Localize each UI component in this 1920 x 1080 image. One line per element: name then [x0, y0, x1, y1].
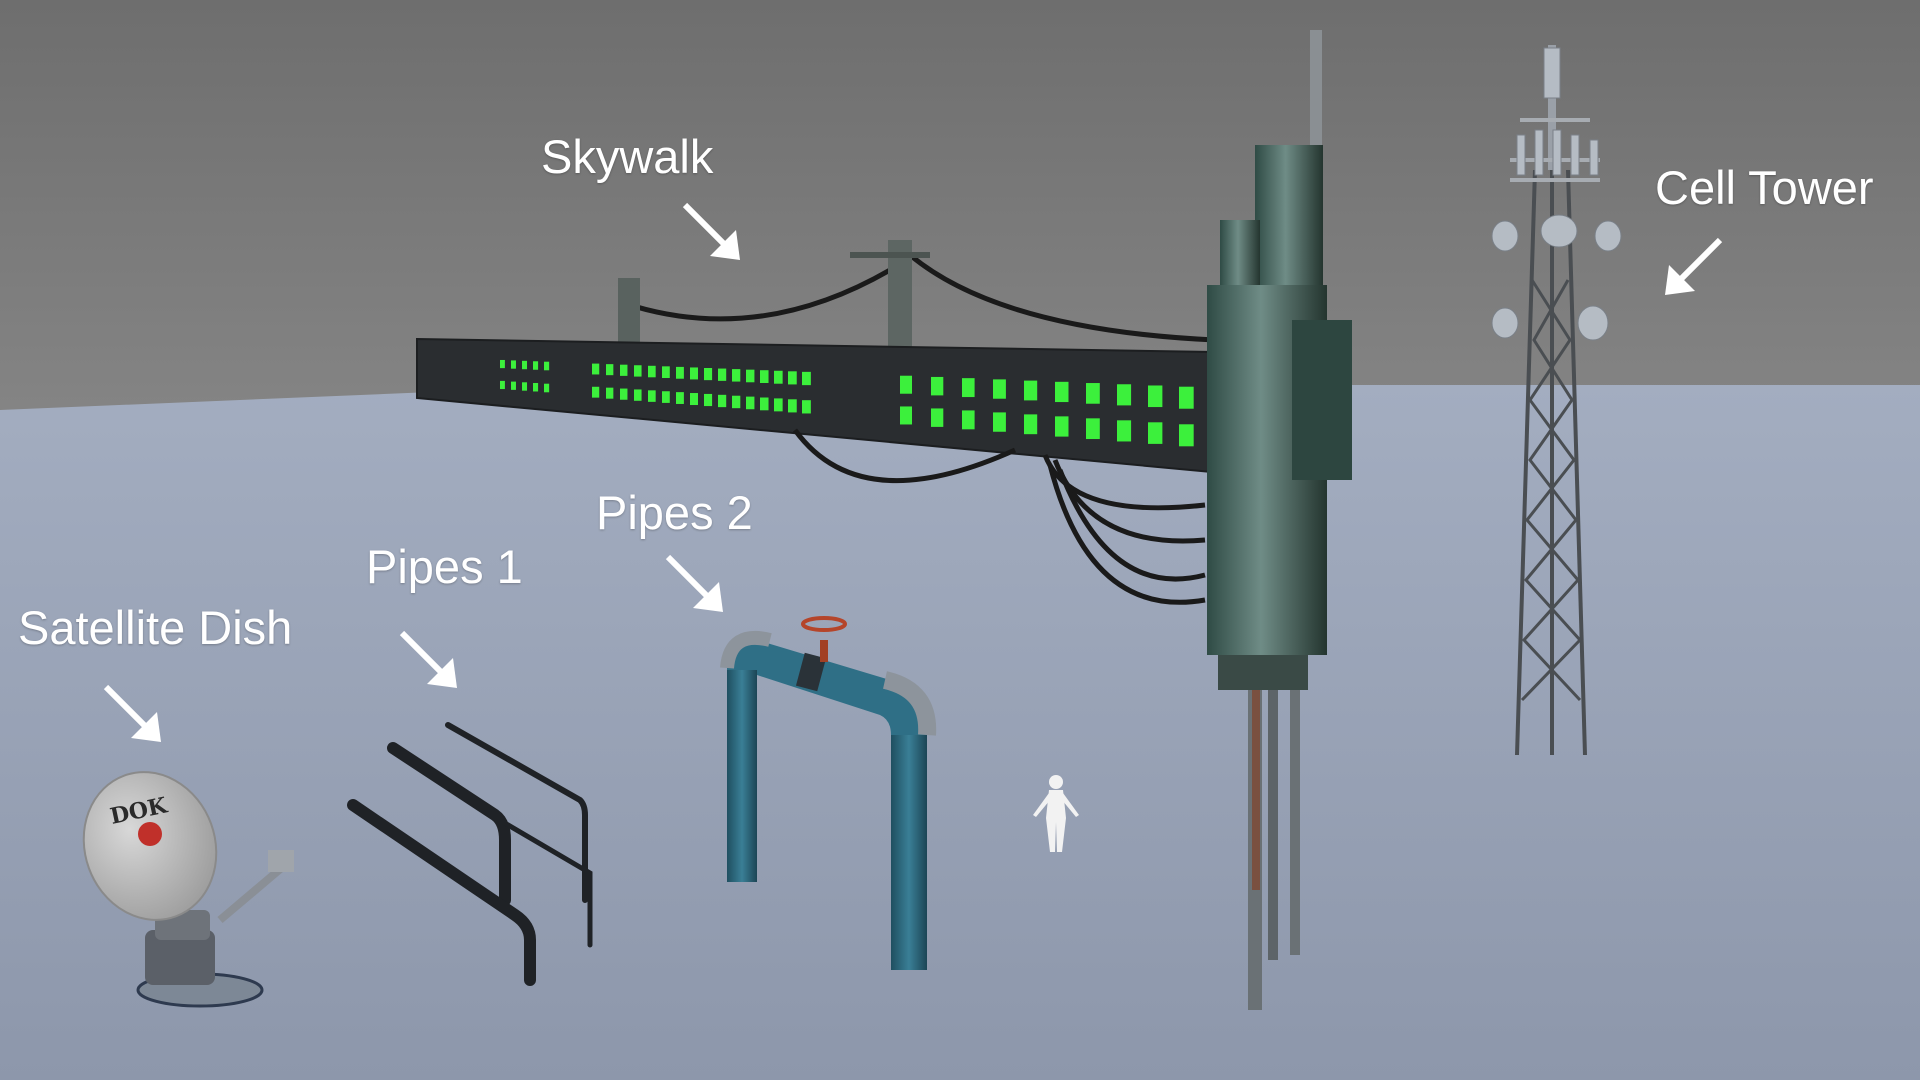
label-pipes-1: Pipes 1	[366, 540, 523, 593]
skywalk-light	[1086, 418, 1100, 440]
skywalk-light	[544, 383, 550, 393]
skywalk-light	[676, 392, 684, 404]
skywalk-light	[802, 371, 811, 386]
skywalk-light	[500, 380, 505, 390]
skywalk-light	[760, 370, 769, 384]
sky-backdrop	[0, 0, 1920, 410]
skywalk-light	[1179, 386, 1194, 409]
arrow-down-right-icon	[665, 554, 723, 612]
valve-wheel	[801, 616, 847, 632]
skywalk-light	[962, 378, 975, 398]
skywalk-light	[676, 366, 684, 379]
skywalk-light	[1148, 422, 1163, 444]
skywalk-light	[788, 399, 797, 413]
label-satellite-dish: Satellite Dish	[18, 601, 293, 654]
skywalk-light	[634, 365, 642, 377]
cell-tower	[1510, 45, 1600, 756]
satellite-dish: DOK	[82, 771, 294, 1008]
skywalk-light	[1148, 385, 1163, 408]
skywalk-post-mid-crossbar	[850, 252, 930, 258]
skywalk-light	[1024, 414, 1038, 435]
skywalk-light	[1117, 384, 1132, 406]
skywalk-light	[802, 400, 811, 414]
skywalk-light	[648, 365, 656, 378]
skywalk-light	[634, 389, 642, 401]
skywalk-light	[544, 361, 550, 371]
skywalk-light	[704, 367, 713, 381]
skywalk-cables-upper	[629, 253, 1216, 343]
skywalk-light	[746, 369, 755, 383]
skywalk-light	[774, 370, 783, 384]
skywalk-light	[592, 363, 600, 375]
skywalk-light	[732, 395, 741, 409]
skywalk-light	[592, 386, 600, 398]
skywalk-light	[993, 412, 1006, 432]
skywalk-light	[620, 388, 628, 400]
floor-plane	[0, 385, 1920, 1080]
pipes-2	[720, 616, 937, 970]
skywalk-light	[662, 391, 670, 403]
skywalk-light	[993, 379, 1006, 399]
skywalk-light	[690, 367, 698, 380]
arrow-down-right-icon	[399, 630, 457, 688]
skywalk-light	[746, 396, 755, 410]
skywalk-light	[606, 364, 614, 376]
skywalk-light	[648, 390, 656, 402]
skywalk-light	[533, 382, 539, 392]
skywalk-light	[662, 366, 670, 379]
skywalk-light	[718, 368, 727, 381]
skywalk-light	[522, 382, 528, 391]
arrow-down-right-icon	[103, 684, 161, 742]
label-skywalk: Skywalk	[541, 130, 714, 183]
skywalk-light	[690, 393, 698, 406]
skywalk-light	[704, 393, 713, 407]
skywalk-light	[511, 381, 516, 390]
skywalk-light	[1179, 424, 1194, 447]
skywalk-light	[511, 360, 516, 369]
skywalk-lights	[500, 359, 1194, 447]
central-tower	[1207, 30, 1352, 1010]
pipes-1	[347, 722, 593, 986]
arrow-down-right-icon	[682, 202, 740, 260]
skywalk-light	[774, 398, 783, 412]
skywalk-light	[931, 408, 944, 427]
skywalk-light	[533, 361, 539, 370]
skywalk-cables-lower	[792, 428, 1206, 605]
skywalk-post-mid	[888, 240, 912, 350]
skywalk-light	[962, 410, 975, 430]
skywalk-light	[620, 364, 628, 376]
skywalk-light	[1117, 420, 1132, 442]
skywalk-light	[500, 359, 505, 369]
cell-tower-antennas	[1491, 47, 1622, 341]
skywalk-light	[1055, 416, 1069, 437]
skywalk-light	[900, 375, 913, 394]
skywalk-light	[1086, 383, 1100, 404]
skywalk-light	[900, 406, 913, 425]
skywalk-light	[718, 394, 727, 408]
skywalk-light	[522, 360, 528, 370]
skywalk-light	[1055, 381, 1069, 403]
skywalk-light	[1024, 380, 1038, 401]
scale-figure	[1033, 775, 1079, 852]
skywalk-light	[732, 369, 741, 382]
skywalk-light	[788, 371, 797, 385]
label-pipes-2: Pipes 2	[596, 486, 753, 539]
skywalk-light	[606, 387, 614, 399]
skywalk-post-left	[618, 278, 640, 348]
skywalk-light	[931, 376, 944, 396]
skywalk-light	[760, 397, 769, 411]
label-cell-tower: Cell Tower	[1655, 161, 1874, 214]
arrow-down-left-icon	[1665, 237, 1723, 295]
